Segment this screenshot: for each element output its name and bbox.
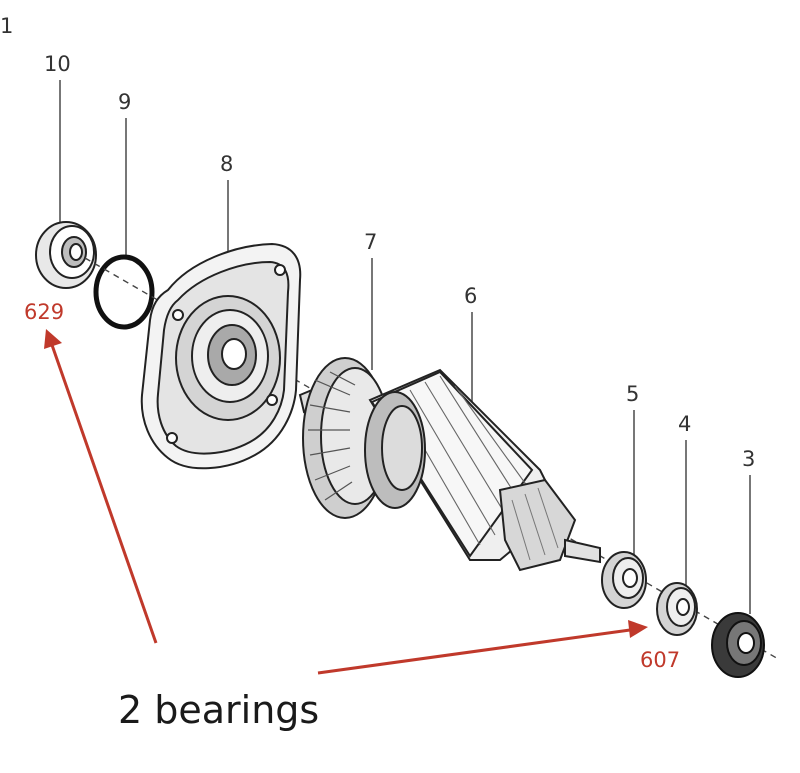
annotation-arrows xyxy=(44,329,648,675)
armature xyxy=(298,357,601,572)
bearing-607 xyxy=(656,582,698,636)
bearing-box xyxy=(140,242,302,470)
bearing-label-629: 629 xyxy=(24,300,65,324)
rubber-ring xyxy=(711,612,765,678)
caption: 2 bearings xyxy=(118,688,320,732)
bearing-5 xyxy=(601,551,647,609)
part-label-5: 5 xyxy=(626,382,640,406)
part-label-8: 8 xyxy=(220,152,234,176)
arrow-to-629 xyxy=(50,344,158,644)
leader-lines xyxy=(59,80,751,614)
part-label-3: 3 xyxy=(742,447,756,471)
part-label-10: 10 xyxy=(44,52,71,76)
arrow-to-607 xyxy=(317,628,631,675)
arrowhead-607 xyxy=(628,620,648,638)
part-label-9: 9 xyxy=(118,90,132,114)
bearing-629 xyxy=(35,221,97,289)
part-label-7: 7 xyxy=(364,230,378,254)
arrowhead-629 xyxy=(44,329,62,349)
bearing-label-607: 607 xyxy=(640,648,681,672)
corner-label: 1 xyxy=(0,14,14,38)
part-label-4: 4 xyxy=(678,412,692,436)
o-ring xyxy=(93,254,155,330)
part-label-6: 6 xyxy=(464,284,478,308)
